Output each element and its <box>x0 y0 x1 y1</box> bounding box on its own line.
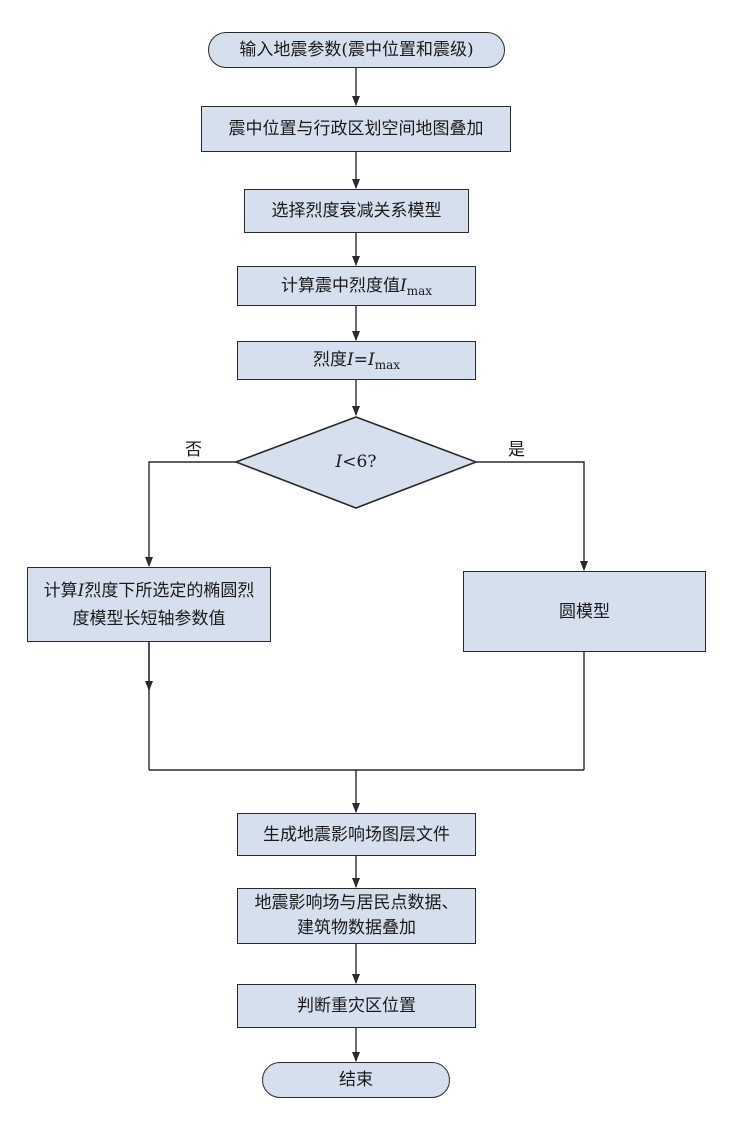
set-intensity-box: 烈度I=Imax <box>237 341 476 380</box>
overlay-data-box: 地震影响场与居民点数据、 建筑物数据叠加 <box>237 888 476 944</box>
gen-layer-text: 生成地震影响场图层文件 <box>263 824 450 845</box>
branch-label-no: 否 <box>185 440 202 460</box>
overlay-admin-box: 震中位置与行政区划空间地图叠加 <box>201 106 511 152</box>
set-intensity-text: 烈度I=Imax <box>313 350 400 372</box>
calc-epicenter-box: 计算震中烈度值Imax <box>237 266 476 306</box>
ellipse-model-box: 计算I烈度下所选定的椭圆烈 度模型长短轴参数值 <box>27 567 271 642</box>
end-terminal: 结束 <box>262 1062 450 1098</box>
start-text: 输入地震参数(震中位置和震级) <box>239 40 474 60</box>
ellipse-model-line1: 计算I烈度下所选定的椭圆烈 <box>43 580 255 601</box>
circle-model-box: 圆模型 <box>463 571 706 652</box>
ellipse-model-line2: 度模型长短轴参数值 <box>72 608 226 629</box>
judge-text: 判断重灾区位置 <box>297 996 416 1016</box>
overlay-data-line2: 建筑物数据叠加 <box>297 918 416 938</box>
start-terminal: 输入地震参数(震中位置和震级) <box>208 32 505 68</box>
arrow-no-branch <box>145 461 236 567</box>
select-model-box: 选择烈度衰减关系模型 <box>244 189 469 233</box>
branch-label-yes: 是 <box>508 440 525 460</box>
decision-text: I<6? <box>335 452 377 472</box>
arrow-yes-branch <box>476 461 588 571</box>
circle-model-text: 圆模型 <box>559 601 610 622</box>
judge-box: 判断重灾区位置 <box>237 984 476 1028</box>
overlay-data-line1: 地震影响场与居民点数据、 <box>254 893 459 913</box>
select-model-text: 选择烈度衰减关系模型 <box>271 201 442 221</box>
overlay-admin-text: 震中位置与行政区划空间地图叠加 <box>228 119 484 139</box>
end-text: 结束 <box>339 1070 373 1090</box>
gen-layer-box: 生成地震影响场图层文件 <box>237 813 476 856</box>
calc-epicenter-text: 计算震中烈度值Imax <box>280 275 433 298</box>
decision-diamond <box>233 416 479 509</box>
